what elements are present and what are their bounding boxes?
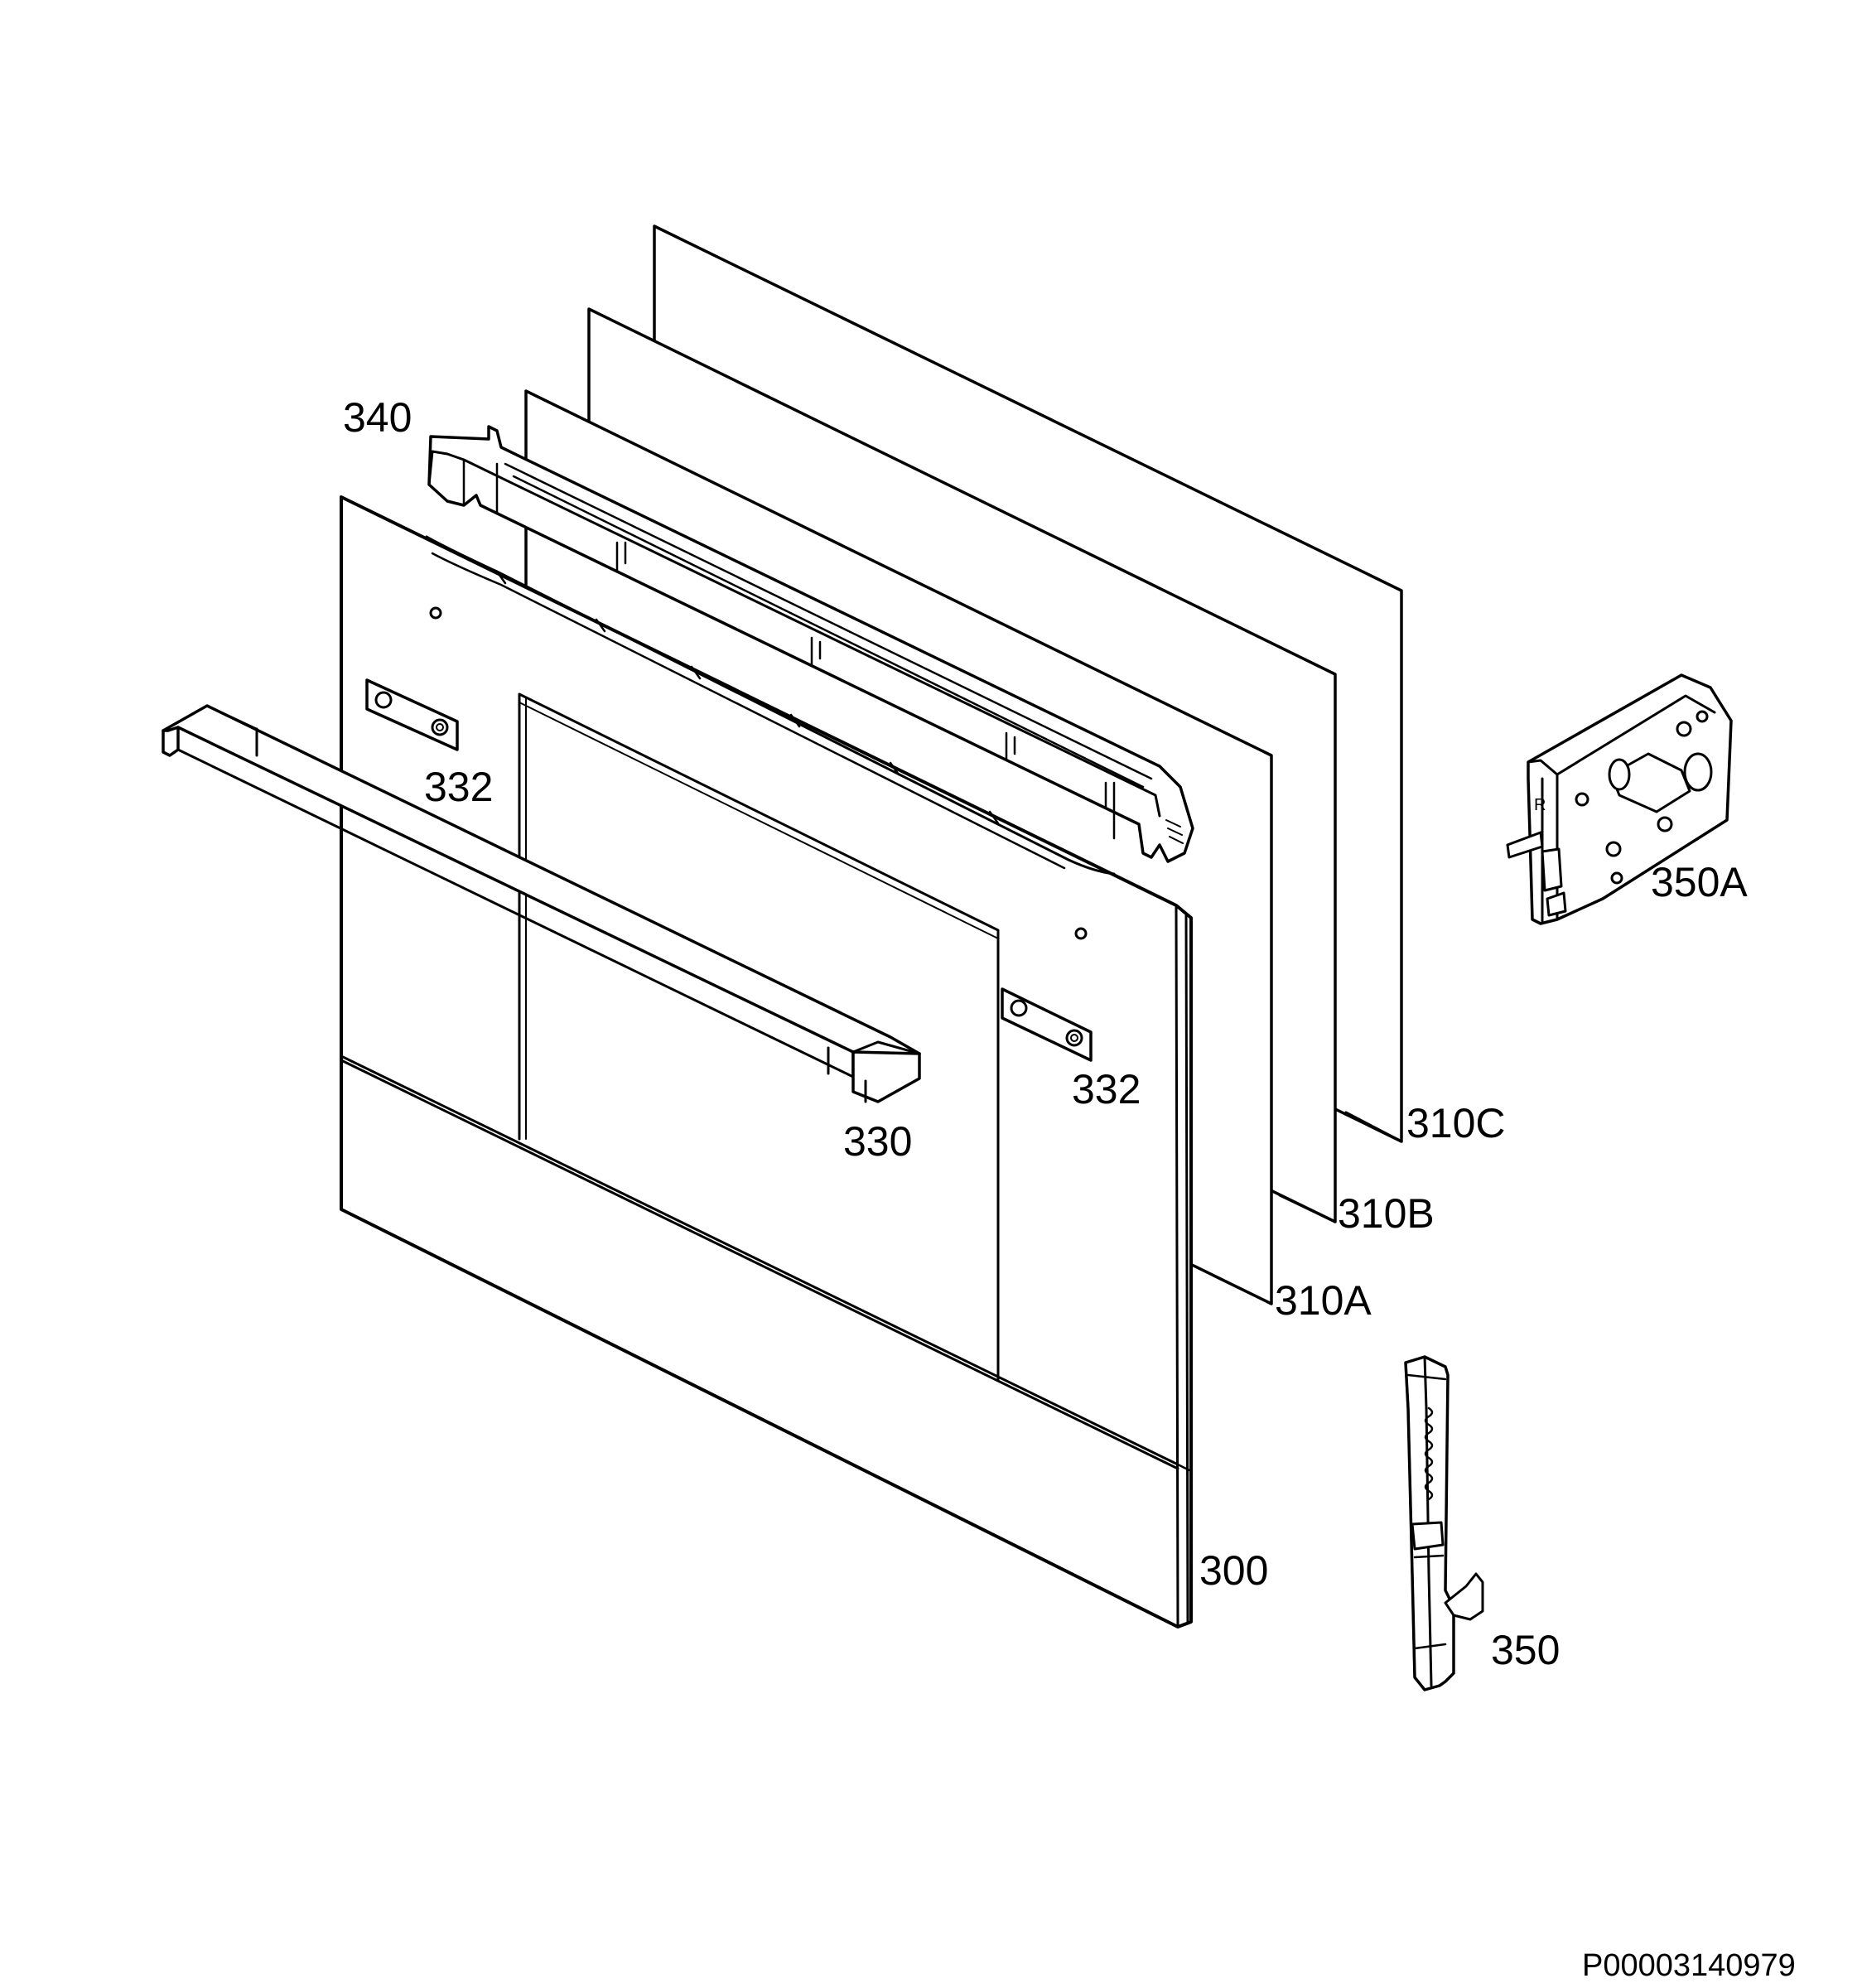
callout-300: 300 [1199, 1547, 1268, 1594]
hinge-350A[interactable]: R [1506, 673, 1733, 925]
callout-310B: 310B [1338, 1190, 1435, 1237]
callout-332-right: 332 [1072, 1066, 1141, 1112]
callout-332-left: 332 [424, 764, 493, 810]
document-code: P00003140979 [1582, 1948, 1796, 1983]
callout-310C: 310C [1406, 1100, 1506, 1146]
callout-350: 350 [1491, 1627, 1560, 1673]
door-handle-330[interactable] [162, 704, 921, 1103]
hinge-bracket-332-right[interactable] [1001, 987, 1093, 1062]
callout-340: 340 [343, 394, 412, 441]
callout-330: 330 [843, 1118, 912, 1165]
svg-text:R: R [1534, 796, 1546, 814]
door-top-profile-340[interactable] [427, 425, 1194, 863]
callout-310A: 310A [1275, 1277, 1372, 1324]
callout-350A: 350A [1651, 859, 1748, 905]
hinge-350[interactable] [1404, 1355, 1484, 1691]
door-outer-panel-300[interactable] [340, 495, 1193, 1629]
hinge-bracket-332-left[interactable] [365, 678, 459, 751]
